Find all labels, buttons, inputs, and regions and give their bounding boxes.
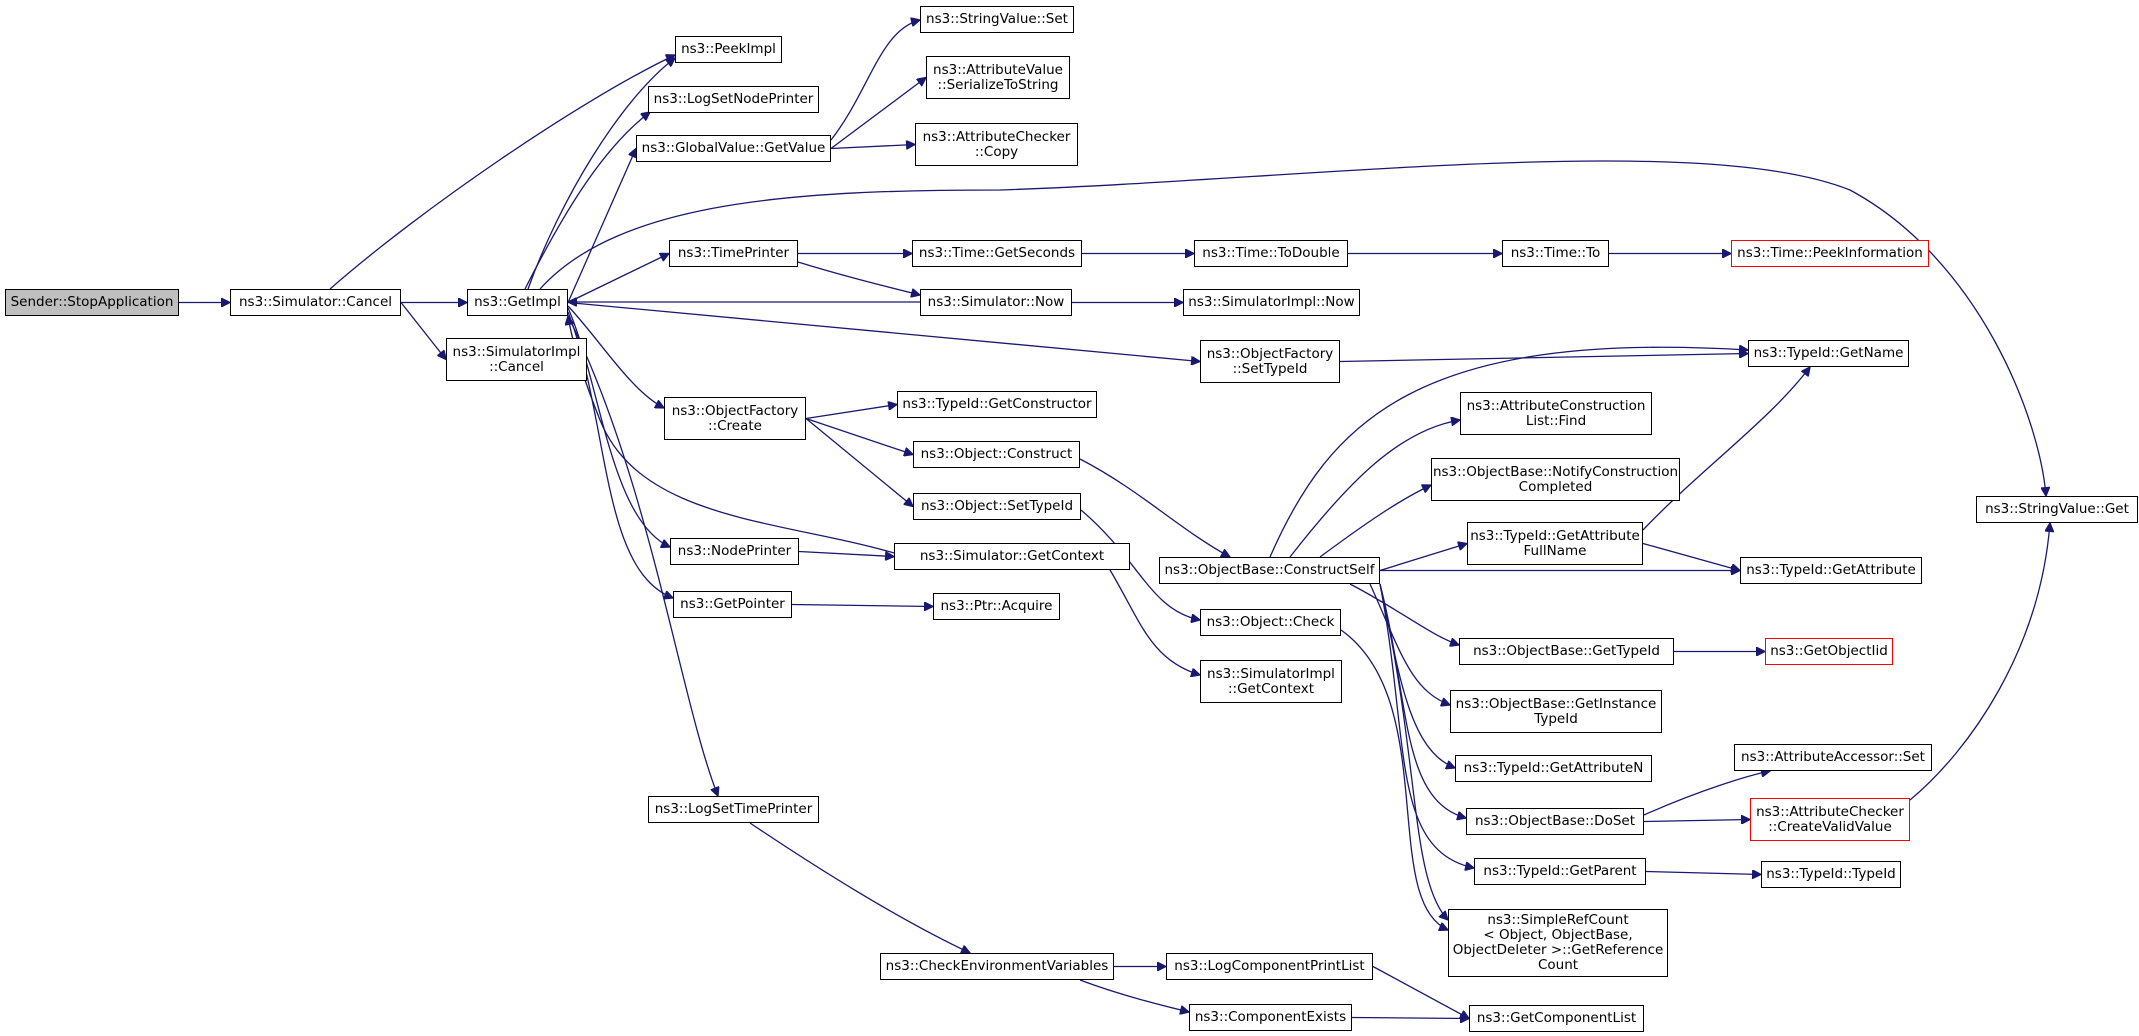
call-edge-constructSelf-to-notifyConstruction — [1319, 485, 1431, 558]
call-edge-objFactorySetTypeId-to-typeIdGetName — [1339, 354, 1748, 363]
call-edge-getImpl-to-logSetNodePrinter — [524, 112, 650, 290]
node-getcomponentlist[interactable]: ns3::GetComponentList — [1469, 1005, 1644, 1032]
call-edge-simCancel-to-simImplCancel — [400, 302, 446, 360]
node-attributevalue-serializetostring[interactable]: ns3::AttributeValue ::SerializeToString — [926, 56, 1070, 99]
node-simulatorimpl-getcontext[interactable]: ns3::SimulatorImpl ::GetContext — [1200, 660, 1342, 703]
node-attributechecker-createvalidvalue[interactable]: ns3::AttributeChecker ::CreateValidValue — [1750, 798, 1910, 841]
node-simulator-cancel[interactable]: ns3::Simulator::Cancel — [230, 289, 401, 316]
node-objectbase-getinstancetypeid[interactable]: ns3::ObjectBase::GetInstance TypeId — [1450, 690, 1662, 733]
node-typeid-getattributen[interactable]: ns3::TypeId::GetAttributeN — [1455, 755, 1652, 782]
node-logsetnodeprinter[interactable]: ns3::LogSetNodePrinter — [648, 86, 819, 113]
node-simulator-getcontext[interactable]: ns3::Simulator::GetContext — [894, 543, 1130, 570]
call-edge-objectCheck-to-simpleRefCount — [1340, 629, 1448, 930]
node-object-settypeid[interactable]: ns3::Object::SetTypeId — [913, 493, 1081, 520]
node-typeid-getparent[interactable]: ns3::TypeId::GetParent — [1474, 858, 1646, 885]
call-edge-globalValueGetValue-to-attrCheckerCopy — [830, 145, 915, 149]
node-simulatorimpl-now[interactable]: ns3::SimulatorImpl::Now — [1183, 289, 1360, 316]
call-edge-simGetContext-to-simImplGetContext — [1109, 569, 1200, 675]
node-stringvalue-get[interactable]: ns3::StringValue::Get — [1976, 496, 2138, 523]
node-logcomponentprintlist[interactable]: ns3::LogComponentPrintList — [1166, 953, 1373, 980]
call-edge-constructSelf-to-typeIdGetParent — [1379, 583, 1474, 868]
node-typeid-getattribute[interactable]: ns3::TypeId::GetAttribute — [1740, 557, 1922, 584]
call-edge-typeIdGetAttrFullName-to-typeIdGetAttribute — [1642, 542, 1740, 571]
call-edge-objectConstruct-to-constructSelf — [1079, 458, 1230, 557]
node-typeid-getattributefullname[interactable]: ns3::TypeId::GetAttribute FullName — [1467, 522, 1643, 565]
call-edge-nodePrinter-to-simGetContext — [798, 550, 894, 557]
node-simulator-now[interactable]: ns3::Simulator::Now — [920, 289, 1072, 316]
node-time-todouble[interactable]: ns3::Time::ToDouble — [1194, 240, 1348, 267]
call-edge-typeIdGetAttrFullName-to-typeIdGetName — [1642, 367, 1810, 531]
call-edge-getImpl-to-stringValueGet — [539, 160, 2046, 496]
node-objectbase-notifyconstructioncompleted[interactable]: ns3::ObjectBase::NotifyConstruction Comp… — [1431, 458, 1680, 501]
node-simplerefcount-getreferencecount[interactable]: ns3::SimpleRefCount < Object, ObjectBase… — [1448, 909, 1668, 977]
call-edge-objFactoryCreate-to-objectSetTypeId — [805, 417, 913, 507]
node-globalvalue-getvalue[interactable]: ns3::GlobalValue::GetValue — [636, 135, 831, 162]
node-getobjectiid[interactable]: ns3::GetObjectIid — [1765, 638, 1893, 665]
node-objectbase-constructself[interactable]: ns3::ObjectBase::ConstructSelf — [1159, 557, 1380, 584]
node-attributeaccessor-set[interactable]: ns3::AttributeAccessor::Set — [1734, 744, 1932, 771]
call-edge-constructSelf-to-attrConstructionFind — [1289, 420, 1460, 558]
node-objectfactory-settypeid[interactable]: ns3::ObjectFactory ::SetTypeId — [1200, 340, 1340, 383]
node-object-construct[interactable]: ns3::Object::Construct — [913, 441, 1080, 468]
node-logsettimeprinter[interactable]: ns3::LogSetTimePrinter — [648, 796, 819, 823]
call-edge-constructSelf-to-typeIdGetAttrN — [1379, 583, 1455, 768]
node-attributeconstructionlist-find[interactable]: ns3::AttributeConstruction List::Find — [1460, 392, 1652, 435]
node-peekimpl[interactable]: ns3::PeekImpl — [675, 36, 782, 63]
call-edge-getImpl-to-logSetTimePrinter — [567, 315, 718, 796]
node-simulatorimpl-cancel[interactable]: ns3::SimulatorImpl ::Cancel — [446, 338, 587, 381]
call-edge-simCancel-to-peekImpl — [329, 55, 675, 290]
node-time-peekinformation[interactable]: ns3::Time::PeekInformation — [1731, 240, 1929, 267]
call-edge-globalValueGetValue-to-stringValueSet — [830, 20, 920, 141]
node-time-getseconds[interactable]: ns3::Time::GetSeconds — [912, 240, 1082, 267]
node-objectbase-doset[interactable]: ns3::ObjectBase::DoSet — [1466, 808, 1644, 835]
node-objectfactory-create[interactable]: ns3::ObjectFactory ::Create — [664, 397, 806, 440]
call-edge-logComponentPrintList-to-getComponentList — [1372, 965, 1469, 1019]
node-sender-stopapplication: Sender::StopApplication — [5, 289, 179, 316]
call-edge-checkEnvVars-to-componentExists — [1079, 979, 1189, 1012]
call-edge-constructSelf-to-typeIdGetAttrFullName — [1379, 544, 1467, 572]
call-edge-getImpl-to-globalValueGetValue — [567, 149, 636, 303]
call-edge-getImpl-to-timePrinter — [567, 254, 669, 304]
node-attributechecker-copy[interactable]: ns3::AttributeChecker ::Copy — [915, 123, 1078, 166]
node-typeid-getconstructor[interactable]: ns3::TypeId::GetConstructor — [897, 391, 1097, 418]
call-edge-constructSelf-to-typeIdGetName — [1269, 347, 1748, 558]
call-edge-getImpl-to-objFactorySetTypeId — [567, 301, 1200, 362]
node-time-to[interactable]: ns3::Time::To — [1502, 240, 1609, 267]
call-edge-typeIdGetParent-to-typeIdTypeId — [1645, 872, 1761, 875]
call-edge-constructSelf-to-objBaseGetTypeId — [1349, 583, 1459, 645]
call-edge-constructSelf-to-simpleRefCount — [1379, 583, 1448, 920]
call-edge-objectSetTypeId-to-objectCheck — [1080, 509, 1200, 620]
node-objectbase-gettypeid[interactable]: ns3::ObjectBase::GetTypeId — [1459, 638, 1674, 665]
call-edge-constructSelf-to-getInstanceTypeId — [1369, 583, 1450, 705]
call-edge-getPointer-to-ptrAcquire — [791, 605, 933, 607]
call-edge-componentExists-to-getComponentList — [1351, 1018, 1469, 1019]
node-timeprinter[interactable]: ns3::TimePrinter — [669, 240, 798, 267]
call-edge-objBaseDoSet-to-accessorSet — [1643, 771, 1770, 816]
call-edge-globalValueGetValue-to-attrValueSerialize — [830, 78, 926, 150]
call-edge-getImpl-to-objFactoryCreate — [567, 305, 664, 408]
node-stringvalue-set[interactable]: ns3::StringValue::Set — [920, 6, 1074, 33]
call-edge-timePrinter-to-simNow — [797, 261, 920, 295]
call-edge-getImpl-to-peekImpl — [527, 58, 675, 290]
call-edge-objFactoryCreate-to-typeIdGetConstructor — [805, 405, 897, 420]
call-edge-objBaseDoSet-to-createValidValue — [1643, 820, 1750, 822]
node-checkenvironmentvariables[interactable]: ns3::CheckEnvironmentVariables — [880, 953, 1114, 980]
node-object-check[interactable]: ns3::Object::Check — [1200, 609, 1341, 636]
node-getimpl[interactable]: ns3::GetImpl — [467, 289, 568, 316]
node-nodeprinter[interactable]: ns3::NodePrinter — [670, 538, 799, 565]
node-typeid-typeid[interactable]: ns3::TypeId::TypeId — [1761, 861, 1901, 888]
call-edge-objFactoryCreate-to-objectConstruct — [805, 417, 913, 455]
call-edge-logSetTimePrinter-to-checkEnvVars — [749, 822, 970, 953]
node-ptr-acquire[interactable]: ns3::Ptr::Acquire — [933, 593, 1060, 620]
node-getpointer[interactable]: ns3::GetPointer — [673, 591, 792, 618]
node-componentexists[interactable]: ns3::ComponentExists — [1189, 1004, 1352, 1031]
call-edge-createValidValue-to-stringValueGet — [1909, 523, 2050, 801]
node-typeid-getname[interactable]: ns3::TypeId::GetName — [1748, 340, 1909, 367]
